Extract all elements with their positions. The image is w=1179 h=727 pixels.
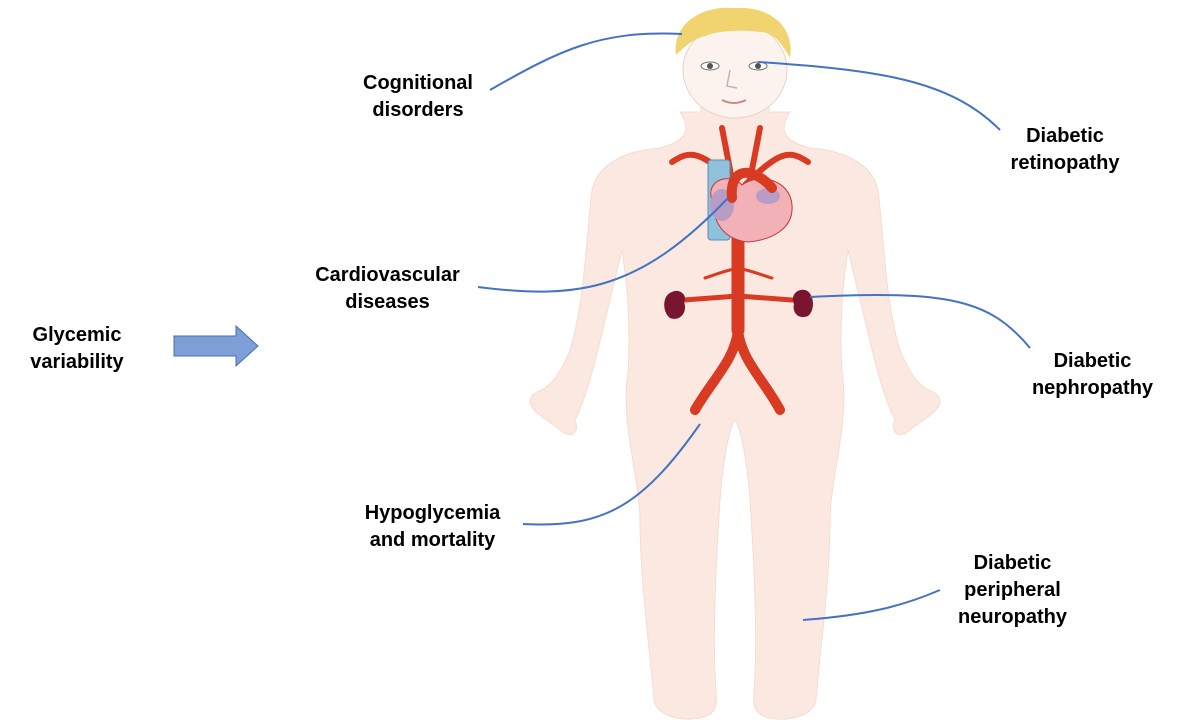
leader-line-cognitive xyxy=(490,33,682,90)
nephropathy-label: Diabetic nephropathy xyxy=(1020,348,1165,402)
neuropathy-label: Diabetic peripheral neuropathy xyxy=(945,550,1080,631)
retinopathy-label: Diabetic retinopathy xyxy=(995,123,1135,177)
leader-line-nephropathy xyxy=(810,295,1030,348)
hypoglycemia-label: Hypoglycemia and mortality xyxy=(350,500,515,554)
cardiovascular-label: Cardiovascular diseases xyxy=(300,262,475,316)
arrow-right-icon xyxy=(174,326,258,366)
leader-line-retinopathy xyxy=(758,62,1000,130)
cognitive-disorders-label: Cognitional disorders xyxy=(343,70,493,124)
glycemic-variability-label: Glycemic variability xyxy=(8,322,146,376)
